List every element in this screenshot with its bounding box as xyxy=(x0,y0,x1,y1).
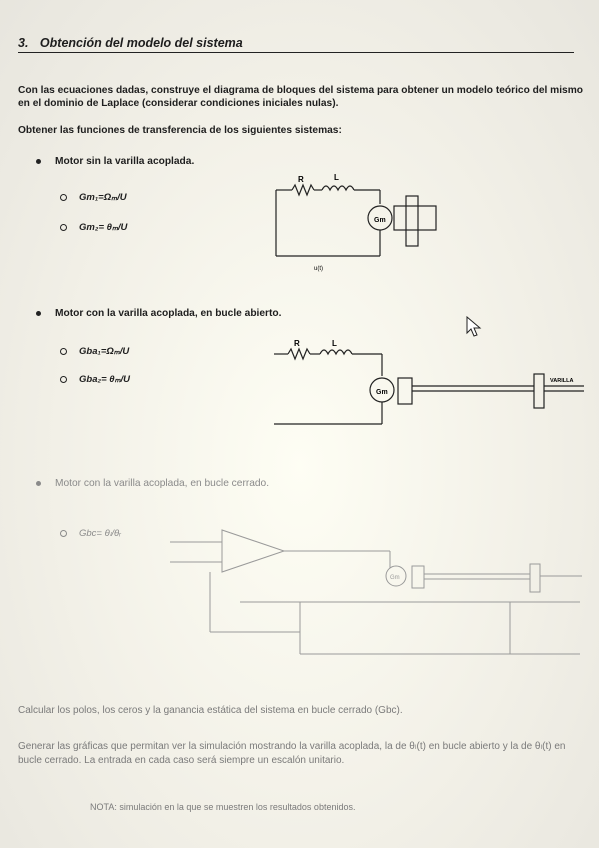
system-1-tf-1: Gm₁=Ωₘ/U xyxy=(79,192,127,203)
sub-bullet xyxy=(60,193,67,201)
system-2-tf-1: Gba₁=Ωₘ/U xyxy=(79,346,130,357)
motor-label-1: Gm xyxy=(374,217,386,224)
system-1-tf-2: Gm₂= θₘ/U xyxy=(79,222,128,233)
sub-bullet xyxy=(60,529,67,537)
l-label-1: L xyxy=(334,173,339,182)
calc-paragraph: Calcular los polos, los ceros y la ganan… xyxy=(18,705,403,716)
system-3-item-1: Gbc= θₗ/θᵣ xyxy=(60,528,121,539)
sub-bullet xyxy=(60,375,67,383)
closed-loop-diagram: Gm xyxy=(170,529,582,655)
u-label-1: u(t) xyxy=(314,266,323,272)
instruction-paragraph: Obtener las funciones de transferencia d… xyxy=(18,125,342,136)
bullet-dot xyxy=(36,480,41,486)
system-1-item-1: Gm₁=Ωₘ/U xyxy=(60,192,127,203)
sub-bullet xyxy=(60,223,67,231)
system-2-label: Motor con la varilla acoplada, en bucle … xyxy=(55,308,282,319)
system-3-label: Motor con la varilla acoplada, en bucle … xyxy=(55,478,270,489)
bullet-dot xyxy=(36,158,41,164)
footer-note: NOTA: simulación en la que se muestren l… xyxy=(90,802,356,812)
section-number: 3. xyxy=(18,36,29,50)
system-2-tf-2: Gba₂= θₘ/U xyxy=(79,374,131,385)
sub-bullet xyxy=(60,347,67,355)
section-heading: 3. Obtención del modelo del sistema xyxy=(18,36,574,53)
mouse-cursor-icon xyxy=(466,316,482,337)
motor-diagram-2: Gm R L VARILLA xyxy=(274,339,584,425)
system-3-bullet: Motor con la varilla acoplada, en bucle … xyxy=(36,478,269,489)
system-1-bullet: Motor sin la varilla acoplada. xyxy=(36,156,194,167)
intro-paragraph: Con las ecuaciones dadas, construye el d… xyxy=(18,85,584,109)
system-3-tf-1: Gbc= θₗ/θᵣ xyxy=(79,528,121,539)
r-label-1: R xyxy=(298,175,304,184)
section-title: Obtención del modelo del sistema xyxy=(39,36,243,50)
system-2-item-1: Gba₁=Ωₘ/U xyxy=(60,346,129,357)
motor-diagram-1: Gm R L u(t) xyxy=(275,173,437,272)
rod-label-2: VARILLA xyxy=(550,378,573,384)
l-label-2: L xyxy=(332,339,337,348)
system-1-item-2: Gm₂= θₘ/U xyxy=(60,222,127,233)
r-label-2: R xyxy=(294,339,300,348)
system-2-item-2: Gba₂= θₘ/U xyxy=(60,374,130,385)
system-2-bullet: Motor con la varilla acoplada, en bucle … xyxy=(36,308,281,319)
system-1-label: Motor sin la varilla acoplada. xyxy=(55,156,195,167)
graph-paragraph: Generar las gráficas que permitan ver la… xyxy=(18,741,566,766)
motor-label-2: Gm xyxy=(376,389,388,396)
bullet-dot xyxy=(36,310,41,316)
motor-label-3: Gm xyxy=(390,575,400,581)
